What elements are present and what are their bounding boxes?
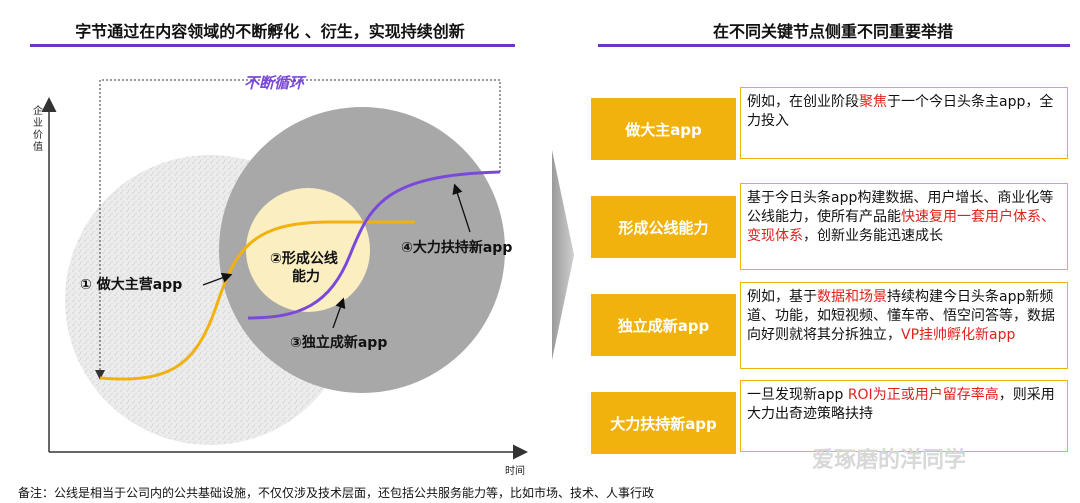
- chevron-right-icon: [552, 150, 574, 360]
- lever-box-4: 大力扶持新app: [591, 392, 736, 454]
- right-title-underline: [598, 44, 1070, 47]
- lever-desc-1-text: 例如，在创业阶段聚焦于一个今日头条主app，全力投入: [747, 94, 1053, 129]
- pointer-s1: [202, 272, 233, 286]
- y-axis-label: 企业价值: [33, 106, 43, 153]
- desc-text: 基于今日头条app构建数据、用户增长、商业化等公线能力，使所有产品能: [747, 190, 1054, 225]
- loop-frame: [99, 79, 501, 378]
- lever-desc-2: 基于今日头条app构建数据、用户增长、商业化等公线能力，使所有产品能快速复用一套…: [740, 183, 1068, 270]
- desc-text: 例如，基于: [747, 289, 817, 305]
- lever-box-3: 独立成新app: [591, 294, 736, 356]
- desc-text: 持续构建今日头条app新频道、功能，如短视频、懂车帝、悟空问答等，数据向好则就将…: [747, 289, 1055, 343]
- highlight-text: 数据和场景: [817, 289, 887, 305]
- right-title: 在不同关键节点侧重不同重要举措: [712, 22, 953, 41]
- highlight-text: ROI为正或用户留存率高: [847, 387, 999, 403]
- left-title-underline: [30, 44, 515, 47]
- desc-text: 例如，在创业阶段: [747, 94, 859, 110]
- loop-arrow-head: [95, 370, 105, 380]
- desc-text: 于一个今日头条主app，全力投入: [747, 94, 1054, 129]
- left-title: 字节通过在内容领域的不断孵化 、衍生，实现持续创新: [75, 22, 465, 41]
- lever-desc-3: 例如，基于数据和场景持续构建今日头条app新频道、功能，如短视频、懂车帝、悟空问…: [740, 282, 1068, 369]
- lever-box-2: 形成公线能力: [591, 196, 736, 258]
- lever-box-1: 做大主app: [591, 98, 736, 160]
- x-axis-label: 时间: [505, 466, 525, 477]
- highlight-text: 聚焦: [859, 94, 887, 110]
- lever-desc-4-text: 一旦发现新app ROI为正或用户留存率高，则采用大力出奇迹策略扶持: [747, 387, 1055, 422]
- lever-desc-2-text: 基于今日头条app构建数据、用户增长、商业化等公线能力，使所有产品能快速复用一套…: [747, 190, 1055, 244]
- footnote: 备注：公线是相当于公司内的公共基础设施，不仅仅涉及技术层面，还包括公共服务能力等…: [18, 486, 655, 500]
- lever-desc-1: 例如，在创业阶段聚焦于一个今日头条主app，全力投入: [740, 87, 1068, 159]
- lever-desc-4: 一旦发现新app ROI为正或用户留存率高，则采用大力出奇迹策略扶持: [740, 380, 1068, 452]
- stage-2-label-line2: 能力: [292, 269, 320, 285]
- stage-2-label-line1: ②形成公线: [270, 251, 338, 267]
- loop-label: 不断循环: [244, 74, 305, 92]
- desc-text: ，则采用大力出奇迹策略扶持: [747, 387, 1055, 422]
- public-capability-circle: [246, 188, 370, 312]
- watermark: 爱琢磨的洋同学: [812, 448, 967, 473]
- innovation-cycle-diagram: [41, 79, 528, 460]
- highlight-text: 快速复用一套用户体系、变现体系: [747, 209, 1055, 244]
- lever-desc-3-text: 例如，基于数据和场景持续构建今日头条app新频道、功能，如短视频、懂车帝、悟空问…: [747, 289, 1055, 343]
- pointer-s3: [332, 297, 346, 329]
- new-app-curve: [247, 170, 501, 320]
- main-app-curve: [99, 220, 415, 381]
- highlight-text: VP挂帅孵化新app: [901, 327, 1016, 343]
- stage-1-label: ① 做大主营app: [80, 277, 183, 293]
- stage-3-label: ③独立成新app: [290, 335, 388, 351]
- desc-text: ，创新业务能迅速成长: [803, 228, 943, 244]
- stage-4-label: ④大力扶持新app: [401, 240, 513, 256]
- pointer-s4: [452, 183, 471, 233]
- desc-text: 一旦发现新app: [747, 387, 848, 403]
